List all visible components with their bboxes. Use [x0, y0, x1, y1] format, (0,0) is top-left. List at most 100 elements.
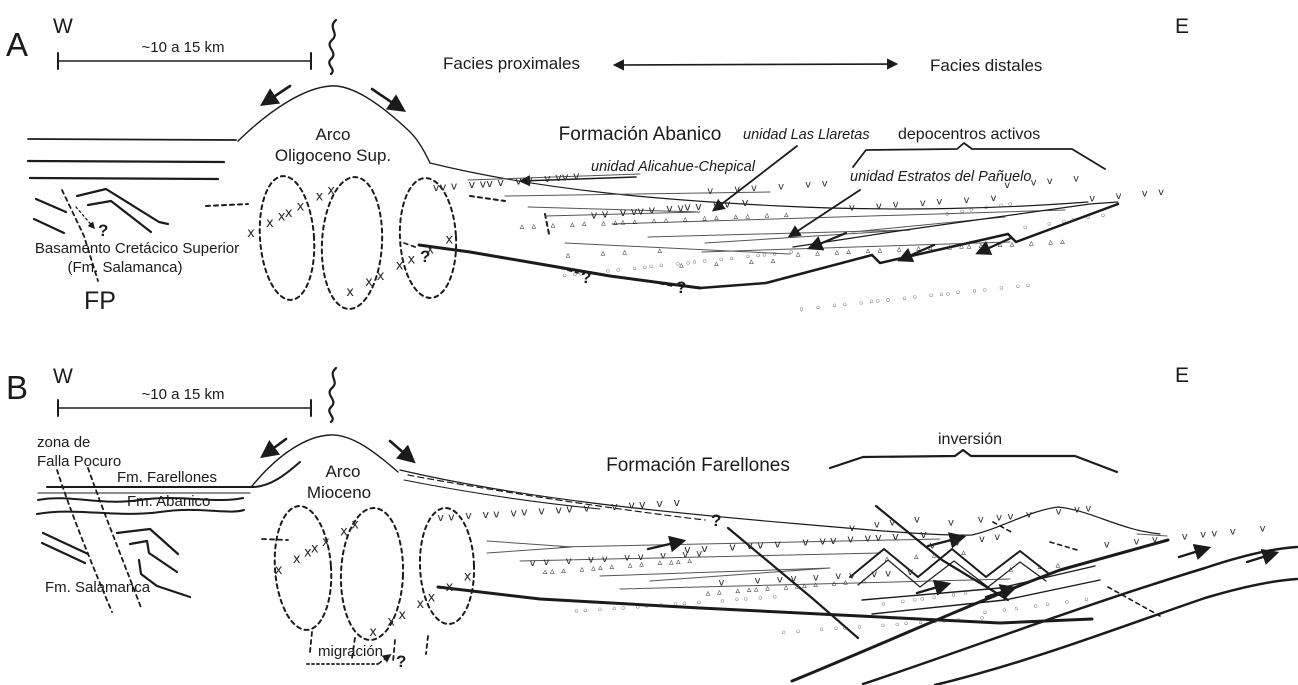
intrusive-symbol: x — [445, 232, 453, 247]
volcanic-symbol: v — [1073, 173, 1079, 184]
breccia-symbol: ▵ — [815, 248, 820, 258]
volcanic-symbol: v — [746, 539, 753, 552]
conglomerate-symbol: ◦ — [582, 605, 589, 618]
conglomerate-symbol: ◦ — [755, 250, 762, 263]
breccia-symbol: ▵ — [835, 248, 840, 258]
volcanic-symbol: v — [847, 533, 854, 546]
arc-name: Arco — [326, 462, 361, 481]
conglomerate-symbol: ◦ — [675, 258, 682, 271]
conglomerate-symbol: ◦ — [868, 296, 875, 309]
volcanic-symbol: v — [757, 539, 764, 552]
conglomerate-symbol: ◦ — [718, 253, 725, 266]
thrust-zone — [790, 538, 1298, 685]
breccia-symbol: ▵ — [717, 588, 722, 598]
breccia-symbol: ▵ — [652, 216, 657, 226]
breccia-symbol: ▵ — [550, 567, 555, 577]
breccia-symbol: ▵ — [932, 550, 937, 560]
breccia-symbol: ▵ — [566, 250, 571, 260]
dashed-fault — [61, 189, 99, 282]
volcanic-symbol: v — [954, 537, 960, 548]
conglomerate-symbol: ◦ — [691, 256, 698, 269]
intrusive-symbol: x — [377, 269, 385, 284]
arc-age: Oligoceno Sup. — [275, 146, 391, 165]
volcanic-symbol: v — [620, 206, 627, 219]
intrusive-symbol: x — [247, 226, 255, 241]
intrusive-symbol: x — [266, 216, 274, 231]
conglomerate-symbol: ◦ — [912, 291, 919, 304]
question-mark: ? — [98, 221, 108, 240]
interfingering-lines — [486, 538, 1011, 590]
basin-top-line — [399, 469, 1161, 536]
volcanic-symbol: v — [1260, 523, 1266, 534]
volcanic-symbol: v — [649, 204, 656, 217]
intrusive-symbol: x — [285, 206, 293, 221]
fold-zigzag — [849, 548, 1049, 578]
volcanic-symbol: v — [684, 543, 691, 556]
volcanic-symbol: v — [1056, 506, 1062, 517]
breccia-symbol: ▵ — [967, 241, 972, 251]
volcanic-symbol: v — [674, 496, 681, 509]
breccia-symbol: ▵ — [1048, 238, 1053, 248]
scale-label: ~10 a 15 km — [142, 39, 225, 56]
volcanic-symbol: v — [914, 515, 920, 526]
thrust-slip-arrow — [1177, 543, 1212, 561]
conglomerate-symbol: ◦ — [620, 602, 627, 615]
volcanic-symbol: v — [701, 542, 708, 555]
conglomerate-symbol: ◦ — [701, 255, 708, 268]
breccia-symbol: ▵ — [598, 563, 603, 573]
conglomerate-symbol: ◦ — [681, 598, 688, 611]
breccia-symbol: ▵ — [832, 579, 837, 589]
basin-top-line — [429, 162, 1089, 210]
breccia-symbol: ▵ — [621, 217, 626, 227]
pluton-outline — [339, 507, 405, 641]
queried-contact-dashes — [403, 242, 673, 287]
wedge-top-line — [792, 201, 1119, 248]
intrusive-symbol: x — [316, 190, 324, 205]
breccia-symbol: ▵ — [591, 564, 596, 574]
pocuro-fault-zone: zona de Falla Pocuro — [37, 434, 143, 613]
volcanic-symbol: v — [819, 535, 826, 548]
volcanic-symbol: v — [538, 505, 545, 518]
intrusive-symbol: x — [351, 518, 359, 533]
breccia-symbol: ▵ — [795, 581, 800, 591]
breccia-symbol: ▵ — [622, 248, 627, 258]
breccia-symbol: ▵ — [771, 256, 776, 266]
breccia-symbol: ▵ — [734, 212, 739, 222]
conglomerate-symbol: ◦ — [1007, 198, 1014, 211]
pluton-outline — [418, 507, 476, 625]
conglomerate-symbol: ◦ — [858, 297, 865, 310]
volcanic-symbol: v — [707, 186, 713, 197]
arc-age: Mioceno — [307, 483, 371, 502]
volcanic-symbol: v — [566, 556, 572, 567]
intrabasin-fault — [874, 504, 1010, 602]
intrusive-symbol: x — [311, 542, 319, 557]
intrusive-symbol: x — [464, 569, 472, 584]
volcanic-symbol: v — [497, 176, 504, 189]
volcanic-symbol: v — [602, 554, 608, 565]
volcanic-symbol: v — [530, 558, 536, 569]
breccia-symbol: ▵ — [601, 218, 606, 228]
breccia-symbol: ▵ — [1038, 562, 1043, 572]
fm-salamanca-label: Fm. Salamanca — [45, 579, 151, 596]
intrusive-symbol: x — [417, 597, 425, 612]
conglomerate-symbol: ◦ — [745, 251, 752, 264]
volcanic-symbol: v — [893, 200, 899, 211]
scale-bar: ~10 a 15 km — [57, 39, 312, 70]
conglomerate-symbol: ◦ — [1044, 599, 1051, 612]
basin-outline-b: ? — [399, 469, 1168, 640]
panel-a-label: A — [6, 26, 28, 63]
intrusive-symbol: x — [446, 580, 454, 595]
volcanic-symbol: v — [830, 534, 837, 547]
conglomerate-symbol: ◦ — [885, 294, 892, 307]
pluton-outline — [258, 175, 316, 301]
conglomerate-symbol: ◦ — [795, 625, 802, 638]
volcanic-symbol: v — [602, 207, 609, 220]
facies-proximal-label: Facies proximales — [443, 54, 580, 73]
conglomerate-symbol: ◦ — [1070, 214, 1077, 227]
breccia-symbol: ▵ — [702, 214, 707, 224]
intrusive-symbol: x — [369, 625, 377, 640]
breccia-symbol: ▵ — [570, 220, 575, 230]
volcanic-symbol: v — [555, 171, 562, 184]
conglomerate-symbol: ◦ — [962, 587, 969, 600]
volcanic-symbol: v — [1047, 176, 1053, 187]
